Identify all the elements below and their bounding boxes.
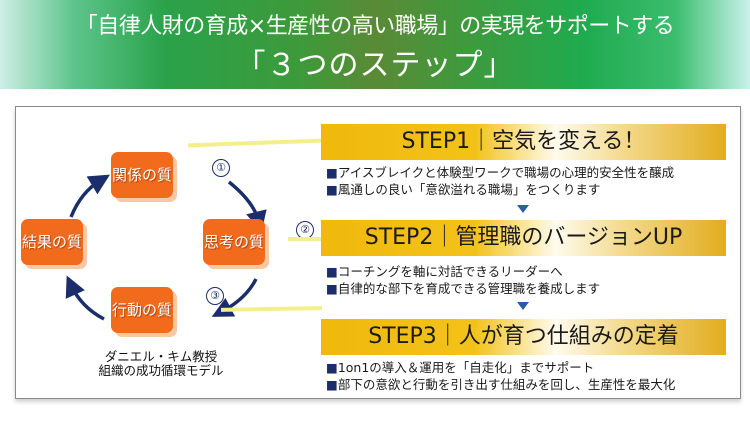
bullet-square-icon: ■ <box>326 377 338 392</box>
arrow-result-to-relationship <box>69 174 111 218</box>
content-frame: 関係の質 思考の質 行動の質 結果の質 ① ② ③ ダニエル・キム教授 組織の成… <box>15 106 741 399</box>
step3-bullet-2: ■部下の意欲と行動を引き出す仕組みを回し、生産性を最大化 <box>326 377 676 392</box>
step1-bullets: ■アイスブレイクと体験型ワークで職場の心理的安全性を醸成 ■風通しの良い「意欲溢… <box>326 164 726 198</box>
step1-bullet-1: ■アイスブレイクと体験型ワークで職場の心理的安全性を醸成 <box>326 165 675 180</box>
box-result-quality: 結果の質 <box>21 219 83 265</box>
down-arrow-icon <box>517 302 529 310</box>
step2-bar: STEP2｜管理職のバージョンUP <box>321 220 726 256</box>
step1-bullet-2: ■風通しの良い「意欲溢れる職場」をつくります <box>326 182 601 197</box>
bullet-square-icon: ■ <box>326 360 338 375</box>
step2-bullet-1: ■コーチングを軸に対話できるリーダーへ <box>326 264 563 279</box>
model-caption: ダニエル・キム教授 組織の成功循環モデル <box>76 350 246 378</box>
caption-professor: ダニエル・キム教授 <box>104 349 218 364</box>
bullet-square-icon: ■ <box>326 165 338 180</box>
box-thinking-quality: 思考の質 <box>203 219 265 265</box>
down-arrow-icon <box>517 205 529 213</box>
step3-bullet-1: ■1on1の導入＆運用を「自走化」までサポート <box>326 360 595 375</box>
step3-bar: STEP3｜人が育つ仕組みの定着 <box>321 319 726 355</box>
bullet-square-icon: ■ <box>326 281 338 296</box>
marker-3: ③ <box>206 287 224 305</box>
header-banner: 「自律人財の育成×生産性の高い職場」の実現をサポートする 「３つのステップ」 <box>0 0 750 89</box>
header-title-line2: 「３つのステップ」 <box>235 48 515 83</box>
step3-bullets: ■1on1の導入＆運用を「自走化」までサポート ■部下の意欲と行動を引き出す仕組… <box>326 359 726 393</box>
marker-1: ① <box>212 159 230 177</box>
box-action-quality: 行動の質 <box>111 287 173 333</box>
step3-title: STEP3｜人が育つ仕組みの定着 <box>368 324 679 349</box>
header-title-line1: 「自律人財の育成×生産性の高い職場」の実現をサポートする <box>75 14 675 39</box>
arrow-relationship-to-thinking <box>227 180 267 233</box>
bullet-square-icon: ■ <box>326 264 338 279</box>
step2-bullets: ■コーチングを軸に対話できるリーダーへ ■自律的な部下を育成できる管理職を養成し… <box>326 263 726 297</box>
step1-title: STEP1｜空気を変える！ <box>401 129 646 154</box>
connector-step2 <box>288 237 322 241</box>
caption-model-name: 組織の成功循環モデル <box>98 363 224 378</box>
step1-bar: STEP1｜空気を変える！ <box>321 124 726 160</box>
step2-title: STEP2｜管理職のバージョンUP <box>364 225 683 250</box>
box-relationship-quality: 関係の質 <box>111 152 173 198</box>
success-cycle-diagram: 関係の質 思考の質 行動の質 結果の質 ① ② ③ ダニエル・キム教授 組織の成… <box>16 107 326 407</box>
arrow-action-to-result <box>65 275 105 321</box>
step2-bullet-2: ■自律的な部下を育成できる管理職を養成します <box>326 281 601 296</box>
bullet-square-icon: ■ <box>326 182 338 197</box>
